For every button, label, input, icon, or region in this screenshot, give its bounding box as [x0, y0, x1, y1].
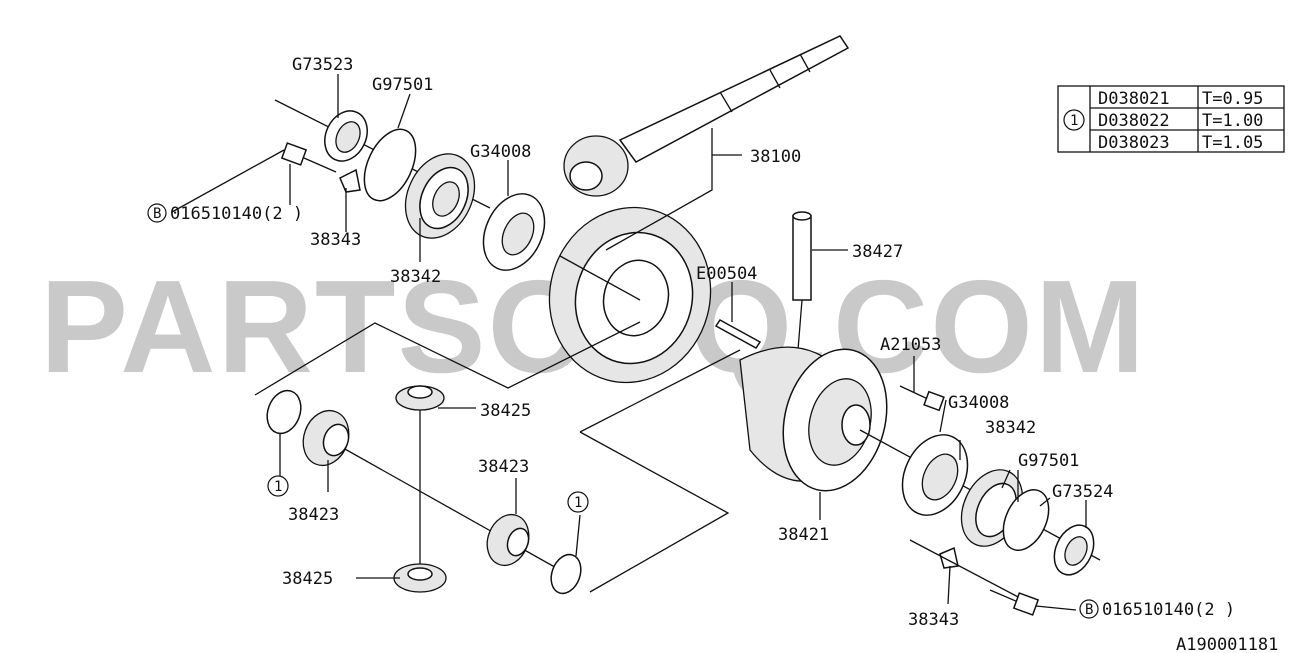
- label-g97501-top: G97501: [372, 75, 433, 95]
- label-38343-top: 38343: [310, 230, 361, 250]
- side-gear-left: [302, 409, 350, 467]
- diagram-code: A190001181: [1176, 635, 1278, 653]
- bolt-bottom: [989, 589, 1040, 616]
- differential-case: [739, 346, 888, 492]
- label-g34008-top: G34008: [470, 142, 531, 162]
- b-marker-bottom-circle: [1079, 599, 1099, 619]
- shim-thickness-3: T=1.05: [1202, 133, 1263, 153]
- washer-left: [266, 389, 302, 435]
- label-38425-top: 38425: [480, 401, 531, 421]
- label-g34008-bottom: G34008: [948, 393, 1009, 413]
- shim-marker: 1: [1070, 113, 1078, 129]
- bearing-top: [482, 193, 546, 271]
- label-g73524: G73524: [1052, 482, 1113, 502]
- shim-part-2: D038022: [1098, 111, 1170, 131]
- o-ring-bottom: [1002, 489, 1050, 551]
- label-bolt-top: 016510140(2 ): [170, 204, 303, 224]
- b-marker-bottom: B: [1085, 602, 1093, 618]
- lock-plate-bottom: [939, 546, 959, 569]
- shim-part-3: D038023: [1098, 133, 1170, 153]
- label-38425-bottom: 38425: [282, 569, 333, 589]
- label-38427: 38427: [852, 242, 903, 262]
- shim-thickness-2: T=1.00: [1202, 111, 1263, 131]
- oil-seal-top: [324, 110, 368, 162]
- label-g73523: G73523: [292, 55, 353, 75]
- drive-pinion-shaft: [563, 35, 850, 197]
- oil-seal-bottom: [1053, 524, 1095, 576]
- ring-gear-bolt: [899, 385, 945, 412]
- lock-plate-top: [339, 168, 361, 193]
- leader-lines: [171, 74, 1087, 611]
- shim-marker-right-circle: [567, 491, 589, 513]
- washer-right: [550, 553, 582, 595]
- label-38342-top: 38342: [390, 267, 441, 287]
- label-e00504: E00504: [696, 264, 757, 284]
- straight-pin: [714, 319, 762, 349]
- shim-thickness-1: T=0.95: [1202, 89, 1263, 109]
- shim-marker-right: 1: [574, 495, 582, 511]
- label-38343-bottom: 38343: [908, 610, 959, 630]
- pinion-shaft: [792, 211, 812, 301]
- label-38100: 38100: [750, 147, 801, 167]
- pinion-gear-top: [395, 385, 445, 411]
- bearing-bottom: [901, 434, 969, 516]
- shim-marker-left: 1: [274, 479, 282, 495]
- shim-table: 1 D038021 T=0.95 D038022 T=1.00 D038023 …: [1057, 85, 1285, 153]
- label-38423-left: 38423: [288, 505, 339, 525]
- label-38423-top: 38423: [478, 457, 529, 477]
- label-g97501-bottom: G97501: [1018, 451, 1079, 471]
- shim-marker-left-circle: [267, 475, 289, 497]
- b-marker-top: B: [153, 206, 161, 222]
- label-38342-bottom: 38342: [985, 418, 1036, 438]
- label-a21053: A21053: [880, 335, 941, 355]
- retainer-top: [404, 153, 476, 239]
- label-38421: 38421: [778, 525, 829, 545]
- o-ring-top: [363, 128, 417, 202]
- shim-marker-circle: [1063, 109, 1085, 131]
- label-bolt-bottom: 016510140(2 ): [1102, 600, 1235, 620]
- pinion-gear-bottom: [393, 563, 447, 593]
- bolt-top: [280, 142, 337, 173]
- shim-part-1: D038021: [1098, 89, 1170, 109]
- side-gear-right: [486, 513, 530, 567]
- b-marker-top-circle: [147, 203, 167, 223]
